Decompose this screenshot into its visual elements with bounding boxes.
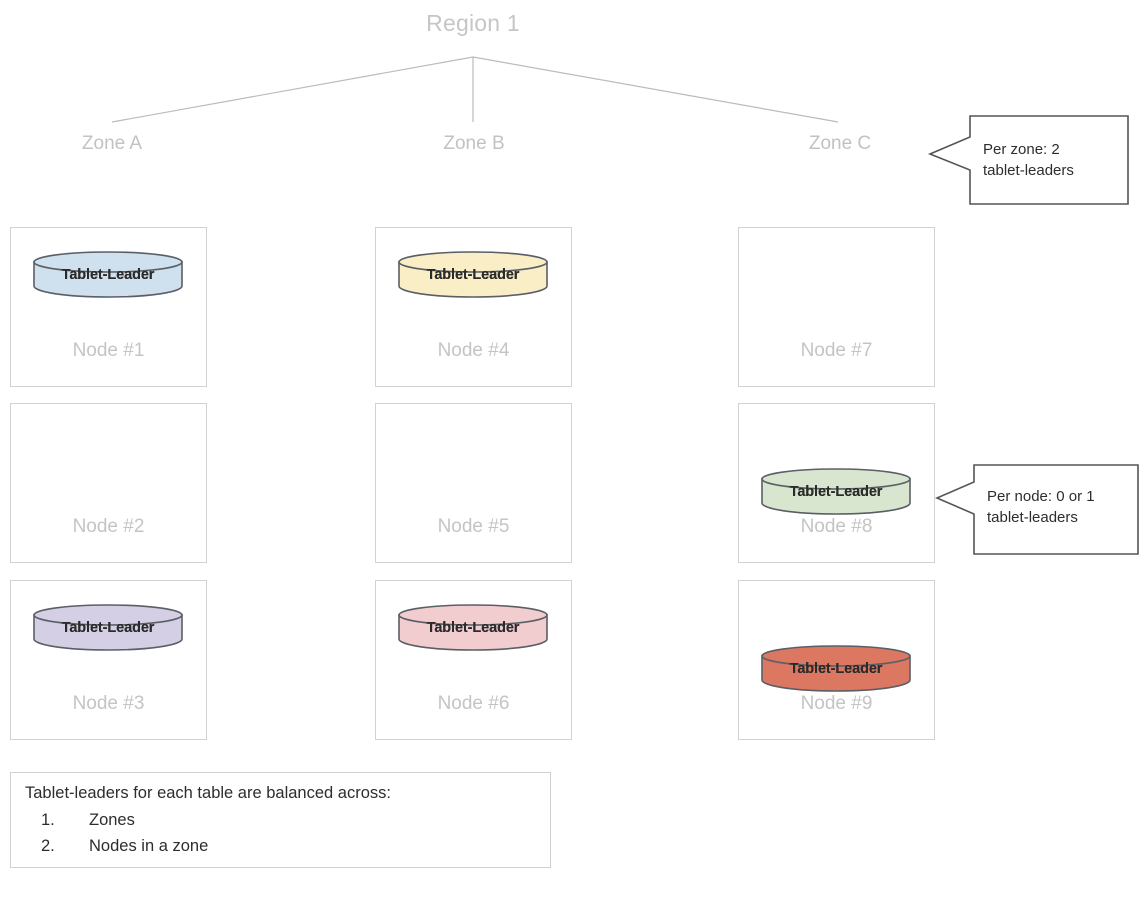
node-label-2: Node #2 [72,516,145,537]
callout-per-node-text: Per node: 0 or 1 tablet-leaders [987,488,1095,526]
callout-per-node: Per node: 0 or 1 tablet-leaders [932,462,1147,558]
cylinder-shape-icon [761,645,911,692]
tablet-leader-cylinder-8[interactable]: Tablet-Leader [760,468,912,515]
node-label-8: Node #8 [800,516,873,537]
node-box-3[interactable]: Tablet-Leader Node #3 [10,580,207,740]
node-box-4[interactable]: Tablet-Leader Node #4 [375,227,572,387]
callout-bubble-shape [927,115,1129,205]
zone-label-c: Zone C [808,133,872,154]
node-label-4: Node #4 [437,340,510,361]
node-box-1[interactable]: Tablet-Leader Node #1 [10,227,207,387]
legend-item-1-number: 1. [41,811,55,829]
zone-label-a: Zone A [81,133,143,154]
node-box-2[interactable]: Node #2 [10,403,207,563]
tablet-leader-label-6: Tablet-Leader [426,620,520,636]
cylinder-shape-icon [398,251,548,298]
cylinder-shape-icon [398,604,548,651]
page-title: Region 1 [426,10,520,36]
node-label-5: Node #5 [437,516,510,537]
legend-box: Tablet-leaders for each table are balanc… [10,772,551,868]
tablet-leader-cylinder-9[interactable]: Tablet-Leader [760,645,912,692]
callout-per-zone-text: Per zone: 2 tablet-leaders [983,141,1074,179]
node-box-5[interactable]: Node #5 [375,403,572,563]
node-box-9[interactable]: Tablet-Leader Node #9 [738,580,935,740]
node-label-3: Node #3 [72,693,145,714]
legend-title: Tablet-leaders for each table are balanc… [25,784,391,802]
legend-item-2-text: Nodes in a zone [89,837,209,855]
tablet-leader-label-8: Tablet-Leader [789,484,883,500]
node-label-6: Node #6 [437,693,510,714]
node-label-9: Node #9 [800,693,873,714]
cylinder-shape-icon [33,604,183,651]
tablet-leader-label-3: Tablet-Leader [61,620,155,636]
tablet-leader-cylinder-4[interactable]: Tablet-Leader [397,251,549,298]
node-box-7[interactable]: Node #7 [738,227,935,387]
node-box-6[interactable]: Tablet-Leader Node #6 [375,580,572,740]
tablet-leader-cylinder-6[interactable]: Tablet-Leader [397,604,549,651]
tablet-leader-label-9: Tablet-Leader [789,661,883,677]
zone-label-b: Zone B [443,133,505,154]
legend-item-2-number: 2. [41,837,55,855]
cylinder-shape-icon [33,251,183,298]
node-box-8[interactable]: Tablet-Leader Node #8 [738,403,935,563]
tablet-leader-cylinder-3[interactable]: Tablet-Leader [32,604,184,651]
node-label-1: Node #1 [72,340,145,361]
node-label-7: Node #7 [800,340,873,361]
tablet-leader-label-1: Tablet-Leader [61,267,155,283]
callout-bubble-shape [934,464,1139,555]
tablet-leader-cylinder-1[interactable]: Tablet-Leader [32,251,184,298]
tablet-leader-label-4: Tablet-Leader [426,267,520,283]
callout-per-zone: Per zone: 2 tablet-leaders [925,113,1135,208]
legend-item-1-text: Zones [89,811,135,829]
cylinder-shape-icon [761,468,911,515]
